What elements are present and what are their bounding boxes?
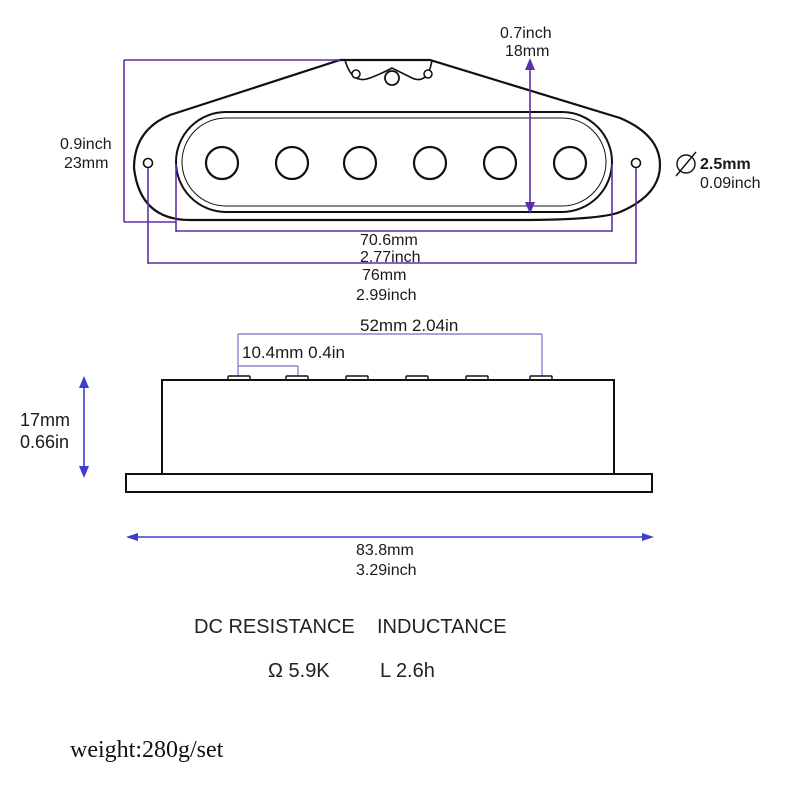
hole-diameter-mm: 2.5mm (700, 156, 751, 173)
bobbin-outline (175, 111, 613, 213)
bobbin-side-body (161, 379, 615, 475)
bobbin-height-arrow (525, 58, 535, 214)
pole-piece (342, 145, 378, 181)
bobbin-length-mm: 70.6mm (360, 232, 418, 249)
weight-label: weight:280g/set (70, 737, 224, 763)
mount-spacing-dimension (147, 168, 637, 264)
inductance-heading: INDUCTANCE (377, 616, 507, 638)
notch-hole-center (384, 70, 400, 86)
bobbin-length-dimension (175, 164, 613, 232)
pole-piece (204, 145, 240, 181)
mount-hole-left (142, 157, 154, 169)
pole-piece (482, 145, 518, 181)
pole-span-bracket (237, 333, 543, 378)
resistance-value: Ω 5.9K (268, 660, 330, 682)
notch-hole-right (423, 69, 433, 79)
height-label-mm: 23mm (64, 155, 108, 172)
notch-hole-left (351, 69, 361, 79)
resistance-heading: DC RESISTANCE (194, 616, 355, 638)
pole-piece (274, 145, 310, 181)
pole-pieces (204, 145, 588, 181)
baseplate-side (125, 473, 653, 493)
mount-hole-right (630, 157, 642, 169)
bobbin-height-mm: 18mm (505, 43, 549, 60)
side-height-arrow (79, 376, 89, 478)
pole-piece (552, 145, 588, 181)
hole-diameter-in: 0.09inch (700, 175, 761, 192)
diameter-symbol-icon (675, 151, 697, 177)
bobbin-length-in: 2.77inch (360, 249, 421, 266)
base-length-mm: 83.8mm (356, 542, 414, 559)
pole-spacing-label: 10.4mm 0.4in (242, 343, 345, 362)
pole-piece (412, 145, 448, 181)
mount-spacing-in: 2.99inch (356, 287, 417, 304)
side-height-in: 0.66in (20, 432, 69, 452)
baseplate-notch (344, 59, 433, 81)
base-length-in: 3.29inch (356, 562, 417, 579)
pole-span-label: 52mm 2.04in (360, 316, 458, 335)
height-label-in: 0.9inch (60, 136, 112, 153)
base-length-arrow (126, 533, 654, 541)
inductance-value: L 2.6h (380, 660, 435, 682)
height-dimension (123, 59, 340, 223)
bobbin-inner (181, 117, 607, 207)
mount-spacing-mm: 76mm (362, 267, 406, 284)
bobbin-height-in: 0.7inch (500, 25, 552, 42)
side-height-mm: 17mm (20, 410, 70, 430)
